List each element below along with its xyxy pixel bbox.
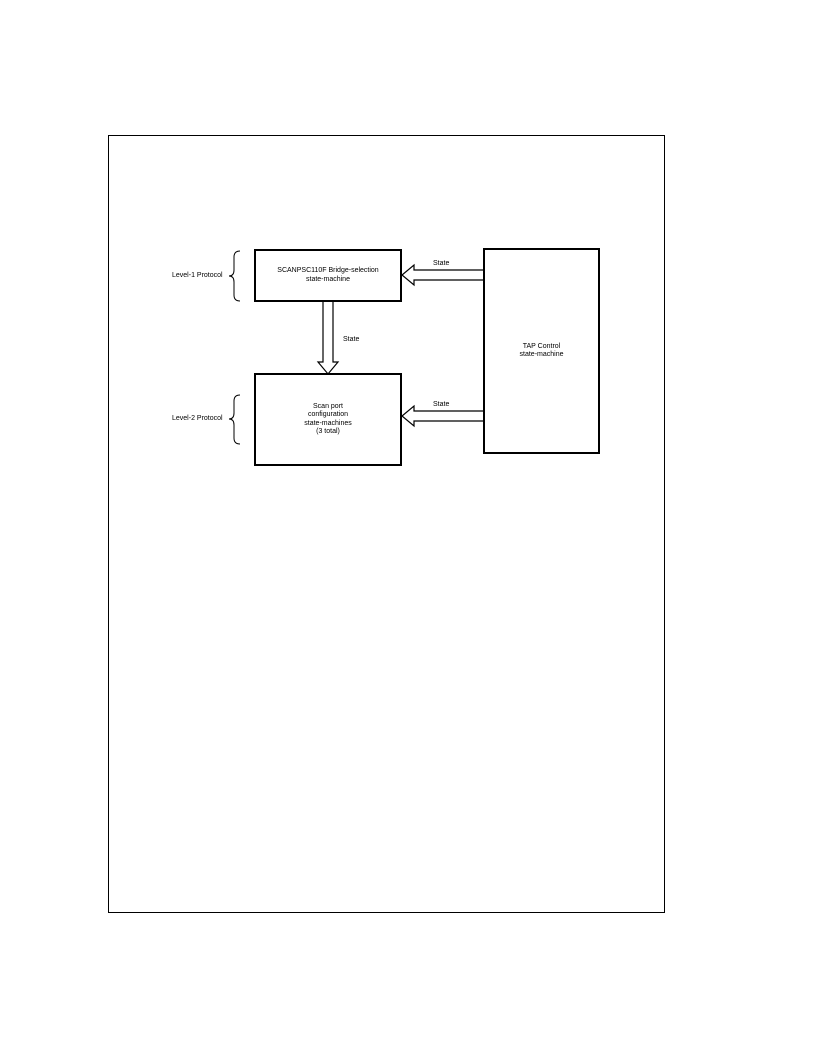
level2-brace xyxy=(228,394,241,445)
scan-box-line2: configuration xyxy=(307,411,349,418)
level2-protocol-label: Level-2 Protocol xyxy=(172,415,223,422)
state-label-tap-to-scan: State xyxy=(433,401,450,408)
tap-control-box: TAP Control state-machine xyxy=(483,248,600,454)
level1-protocol-label: Level-1 Protocol xyxy=(172,272,223,279)
arrow-tap-to-bridge xyxy=(401,263,484,287)
scan-box-line3: state-machines xyxy=(304,419,352,427)
scan-port-box: Scan port configuration state-machines (… xyxy=(254,373,402,466)
scan-box-line4: (3 total) xyxy=(316,428,340,435)
tap-box-line2: state-machine xyxy=(519,351,564,358)
bridge-box-line1: SCANPSC110F Bridge-selection xyxy=(277,267,379,274)
state-label-tap-to-bridge: State xyxy=(433,260,450,267)
bridge-box-line2: state-machine xyxy=(306,275,350,283)
tap-box-line1: TAP Control xyxy=(522,342,561,350)
page-frame xyxy=(108,135,665,913)
level1-brace xyxy=(228,250,241,302)
bridge-selection-box: SCANPSC110F Bridge-selection state-machi… xyxy=(254,249,402,302)
arrow-bridge-to-scan xyxy=(316,302,340,375)
scan-box-line1: Scan port xyxy=(313,402,343,410)
arrow-tap-to-scan xyxy=(401,404,484,428)
state-label-bridge-to-scan: State xyxy=(343,336,360,343)
